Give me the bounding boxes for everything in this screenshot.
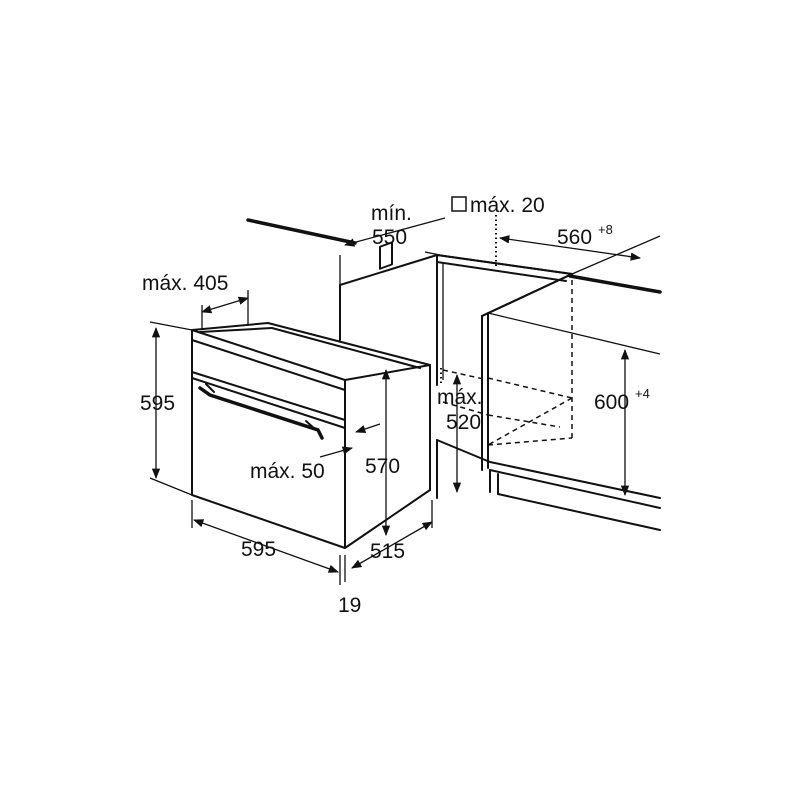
label-max-20: máx. 20 xyxy=(470,194,545,217)
label-570: 570 xyxy=(365,455,400,478)
dimension-labels: mín. 550 máx. 20 560 +8 máx. 405 595 600… xyxy=(140,194,650,617)
niche-floor-left xyxy=(442,369,489,381)
label-595-height: 595 xyxy=(140,392,175,415)
dim-595h-ext-bot xyxy=(149,477,193,496)
dim-405-line xyxy=(201,296,249,314)
oven-handle-bracket-right xyxy=(305,420,317,431)
square-symbol-icon xyxy=(451,196,467,212)
label-19: 19 xyxy=(338,594,361,617)
niche-floor-mid xyxy=(487,414,561,428)
oven-door-top xyxy=(191,377,346,429)
oven-handle-bracket-left xyxy=(205,383,215,393)
label-max-50: máx. 50 xyxy=(250,460,325,483)
dim-550-line xyxy=(343,217,446,247)
oven-top-back xyxy=(271,327,421,369)
dim-50-line-2 xyxy=(355,423,381,433)
dim-595h-ext-top xyxy=(149,321,193,331)
oven-handle xyxy=(198,386,324,440)
label-550: 550 xyxy=(372,226,407,249)
right-wall-line-1 xyxy=(487,312,661,355)
label-560-tolerance: +8 xyxy=(598,222,613,237)
label-515: 515 xyxy=(370,540,405,563)
dim-560-line xyxy=(498,235,642,261)
oven-top-inner xyxy=(199,327,273,333)
label-595-width: 595 xyxy=(241,538,276,561)
countertop-right-edge xyxy=(568,274,662,294)
countertop-left-edge xyxy=(246,218,357,245)
niche-right-side-top xyxy=(481,273,573,317)
label-max-520-b: 520 xyxy=(446,411,481,434)
label-600: 600 xyxy=(594,391,629,414)
niche-plinth-bottom xyxy=(497,493,661,531)
control-panel-bottom xyxy=(191,371,346,421)
control-panel-top xyxy=(191,339,346,391)
niche-floor-front xyxy=(487,437,573,446)
niche-floor-back xyxy=(487,377,573,399)
dimension-lines xyxy=(149,215,642,585)
dim-595w-line xyxy=(193,519,339,573)
cabinet-niche xyxy=(246,218,662,531)
oven-body xyxy=(191,241,431,549)
niche-bottom-shelf-2 xyxy=(489,469,661,509)
label-600-tolerance: +4 xyxy=(635,386,650,401)
label-max-520-a: máx. xyxy=(437,386,483,409)
label-560: 560 xyxy=(557,226,592,249)
niche-top-back-rail-2 xyxy=(436,261,567,282)
oven-mounting-bracket xyxy=(379,241,393,270)
label-min: mín. xyxy=(371,202,412,225)
dim-515-line xyxy=(351,521,433,569)
niche-bottom-shelf xyxy=(436,439,661,499)
dim-50-line xyxy=(319,446,354,458)
label-max-405: máx. 405 xyxy=(142,272,228,295)
niche-top-back-rail xyxy=(436,254,573,275)
niche-floor-diag xyxy=(487,397,573,446)
niche-floor-left-2 xyxy=(442,401,489,416)
